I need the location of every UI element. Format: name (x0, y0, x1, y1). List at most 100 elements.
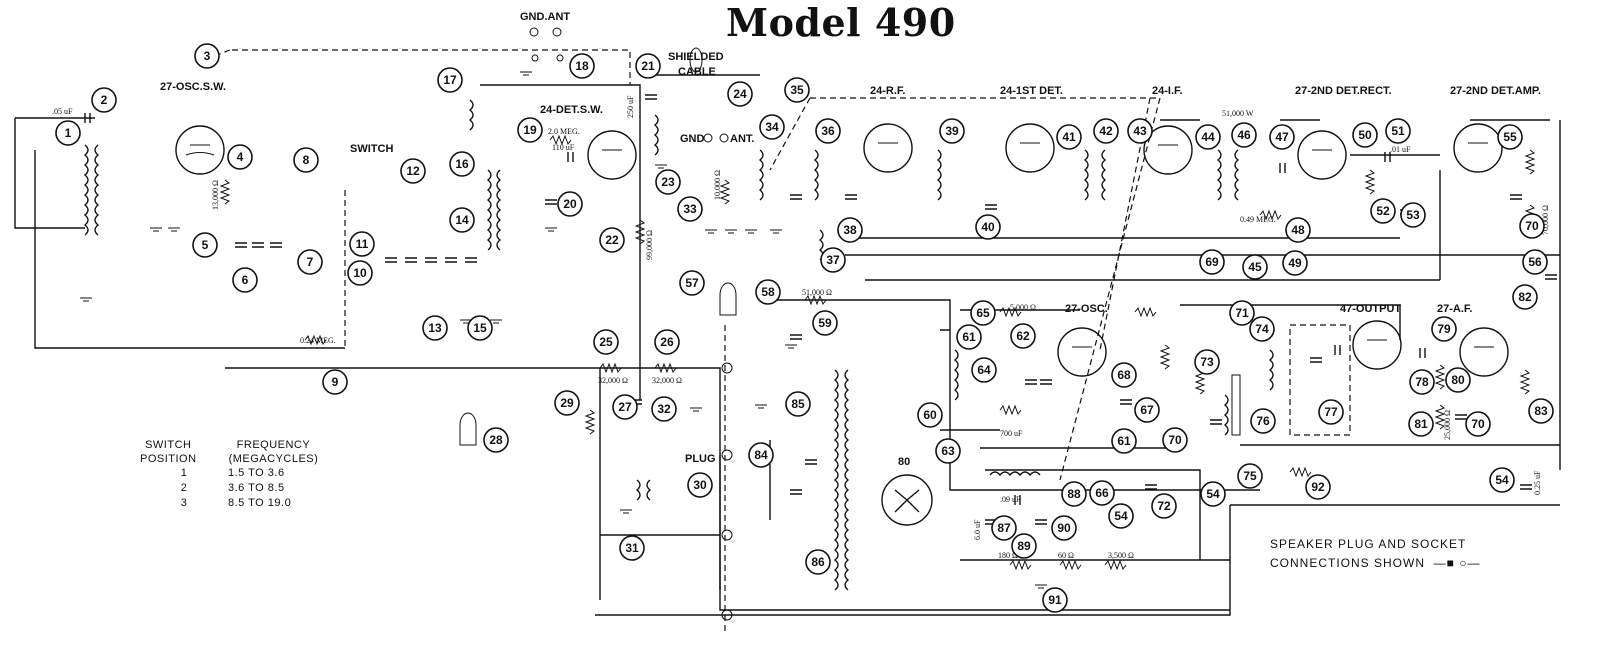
label-47-output: 47-OUTPUT (1340, 303, 1401, 315)
value-c-250: 250 uF (626, 95, 635, 118)
callout-number: 41 (1062, 130, 1076, 144)
callout-6: 6 (232, 267, 258, 293)
callout-12: 12 (400, 158, 426, 184)
callout-35: 35 (784, 77, 810, 103)
tube-27-2nd-det-amp (1453, 123, 1503, 173)
callout-number: 8 (303, 153, 310, 167)
callout-61: 61 (1111, 428, 1137, 454)
callout-number: 75 (1243, 469, 1257, 483)
callout-number: 31 (625, 541, 639, 555)
tube-24-det-sw (587, 130, 637, 180)
value-c-05: .05 uF (52, 107, 73, 116)
callout-number: 12 (406, 164, 420, 178)
callout-number: 50 (1358, 128, 1372, 142)
callout-number: 17 (443, 73, 457, 87)
callout-48: 48 (1285, 217, 1311, 243)
label-gnd: GND (680, 133, 705, 145)
callout-number: 65 (976, 306, 990, 320)
callout-number: 62 (1016, 329, 1030, 343)
callout-3: 3 (194, 43, 220, 69)
table-row: 1 1.5 TO 3.6 (180, 467, 285, 479)
callout-number: 83 (1534, 404, 1548, 418)
label-switch: SWITCH (350, 143, 393, 155)
callout-5: 5 (192, 232, 218, 258)
label-24-det-sw: 24-DET.S.W. (540, 104, 603, 116)
callout-29: 29 (554, 390, 580, 416)
callout-2: 2 (91, 87, 117, 113)
callout-number: 33 (683, 202, 697, 216)
callout-number: 10 (353, 266, 367, 280)
tube-27-af (1459, 327, 1509, 377)
header-switch-position: SWITCH POSITION (140, 439, 197, 465)
callout-81: 81 (1408, 411, 1434, 437)
callout-13: 13 (422, 315, 448, 341)
callout-number: 87 (997, 521, 1011, 535)
callout-66: 66 (1089, 480, 1115, 506)
callout-44: 44 (1195, 124, 1221, 150)
callout-number: 85 (791, 397, 805, 411)
callout-43: 43 (1127, 118, 1153, 144)
callout-number: 52 (1376, 204, 1390, 218)
callout-number: 56 (1528, 255, 1542, 269)
callout-69: 69 (1199, 249, 1225, 275)
callout-number: 14 (455, 213, 469, 227)
value-r-51000: 51,000 Ω (802, 288, 832, 297)
callout-number: 63 (941, 444, 955, 458)
callout-number: 74 (1255, 322, 1269, 336)
callout-number: 44 (1201, 130, 1215, 144)
page-title: Model 490 (726, 0, 956, 45)
callout-67: 67 (1134, 397, 1160, 423)
callout-number: 13 (428, 321, 442, 335)
callout-number: 54 (1495, 473, 1509, 487)
label-27-2nd-det-rect: 27-2ND DET.RECT. (1295, 85, 1392, 97)
callout-71: 71 (1229, 300, 1255, 326)
callout-74: 74 (1249, 316, 1275, 342)
tube-24-rf (863, 123, 913, 173)
callout-28: 28 (483, 427, 509, 453)
callout-85: 85 (785, 391, 811, 417)
callout-32: 32 (651, 396, 677, 422)
callout-number: 49 (1288, 256, 1302, 270)
callout-number: 4 (237, 150, 244, 164)
callout-92: 92 (1305, 474, 1331, 500)
callout-30: 30 (687, 472, 713, 498)
callout-number: 78 (1415, 375, 1429, 389)
callout-number: 9 (332, 375, 339, 389)
callout-number: 57 (685, 276, 699, 290)
callout-number: 76 (1256, 414, 1270, 428)
callout-33: 33 (677, 196, 703, 222)
label-24-1st-det: 24-1ST DET. (1000, 85, 1063, 97)
value-r-2meg: 2.0 MEG. (548, 127, 580, 136)
label-gnd-ant: GND.ANT (520, 11, 570, 23)
callout-87: 87 (991, 515, 1017, 541)
callout-16: 16 (449, 151, 475, 177)
tubes (175, 123, 1509, 526)
callout-number: 54 (1114, 509, 1128, 523)
callout-21: 21 (635, 53, 661, 79)
callout-27: 27 (612, 394, 638, 420)
callout-65: 65 (970, 300, 996, 326)
plug-socket-symbol-icon: —■ ○— (1429, 556, 1481, 570)
label-27-af: 27-A.F. (1437, 303, 1472, 315)
value-r-32000a: 32,000 Ω (598, 376, 628, 385)
value-r-32000b: 32,000 Ω (652, 376, 682, 385)
callout-number: 6 (242, 273, 249, 287)
callout-number: 5 (202, 238, 209, 252)
callout-number: 91 (1048, 593, 1062, 607)
callout-number: 30 (693, 478, 707, 492)
callout-4: 4 (227, 144, 253, 170)
callout-number: 53 (1406, 208, 1420, 222)
label-27-2nd-det-amp: 27-2ND DET.AMP. (1450, 85, 1541, 97)
callout-41: 41 (1056, 124, 1082, 150)
callout-number: 51 (1391, 124, 1405, 138)
callout-number: 60 (923, 408, 937, 422)
callout-54: 54 (1108, 503, 1134, 529)
callout-number: 61 (1117, 434, 1131, 448)
callout-31: 31 (619, 535, 645, 561)
tube-27-osc-sw (175, 125, 225, 175)
callout-number: 25 (599, 335, 613, 349)
callout-78: 78 (1409, 369, 1435, 395)
callout-84: 84 (748, 442, 774, 468)
callout-number: 18 (575, 59, 589, 73)
callout-number: 11 (356, 237, 369, 251)
